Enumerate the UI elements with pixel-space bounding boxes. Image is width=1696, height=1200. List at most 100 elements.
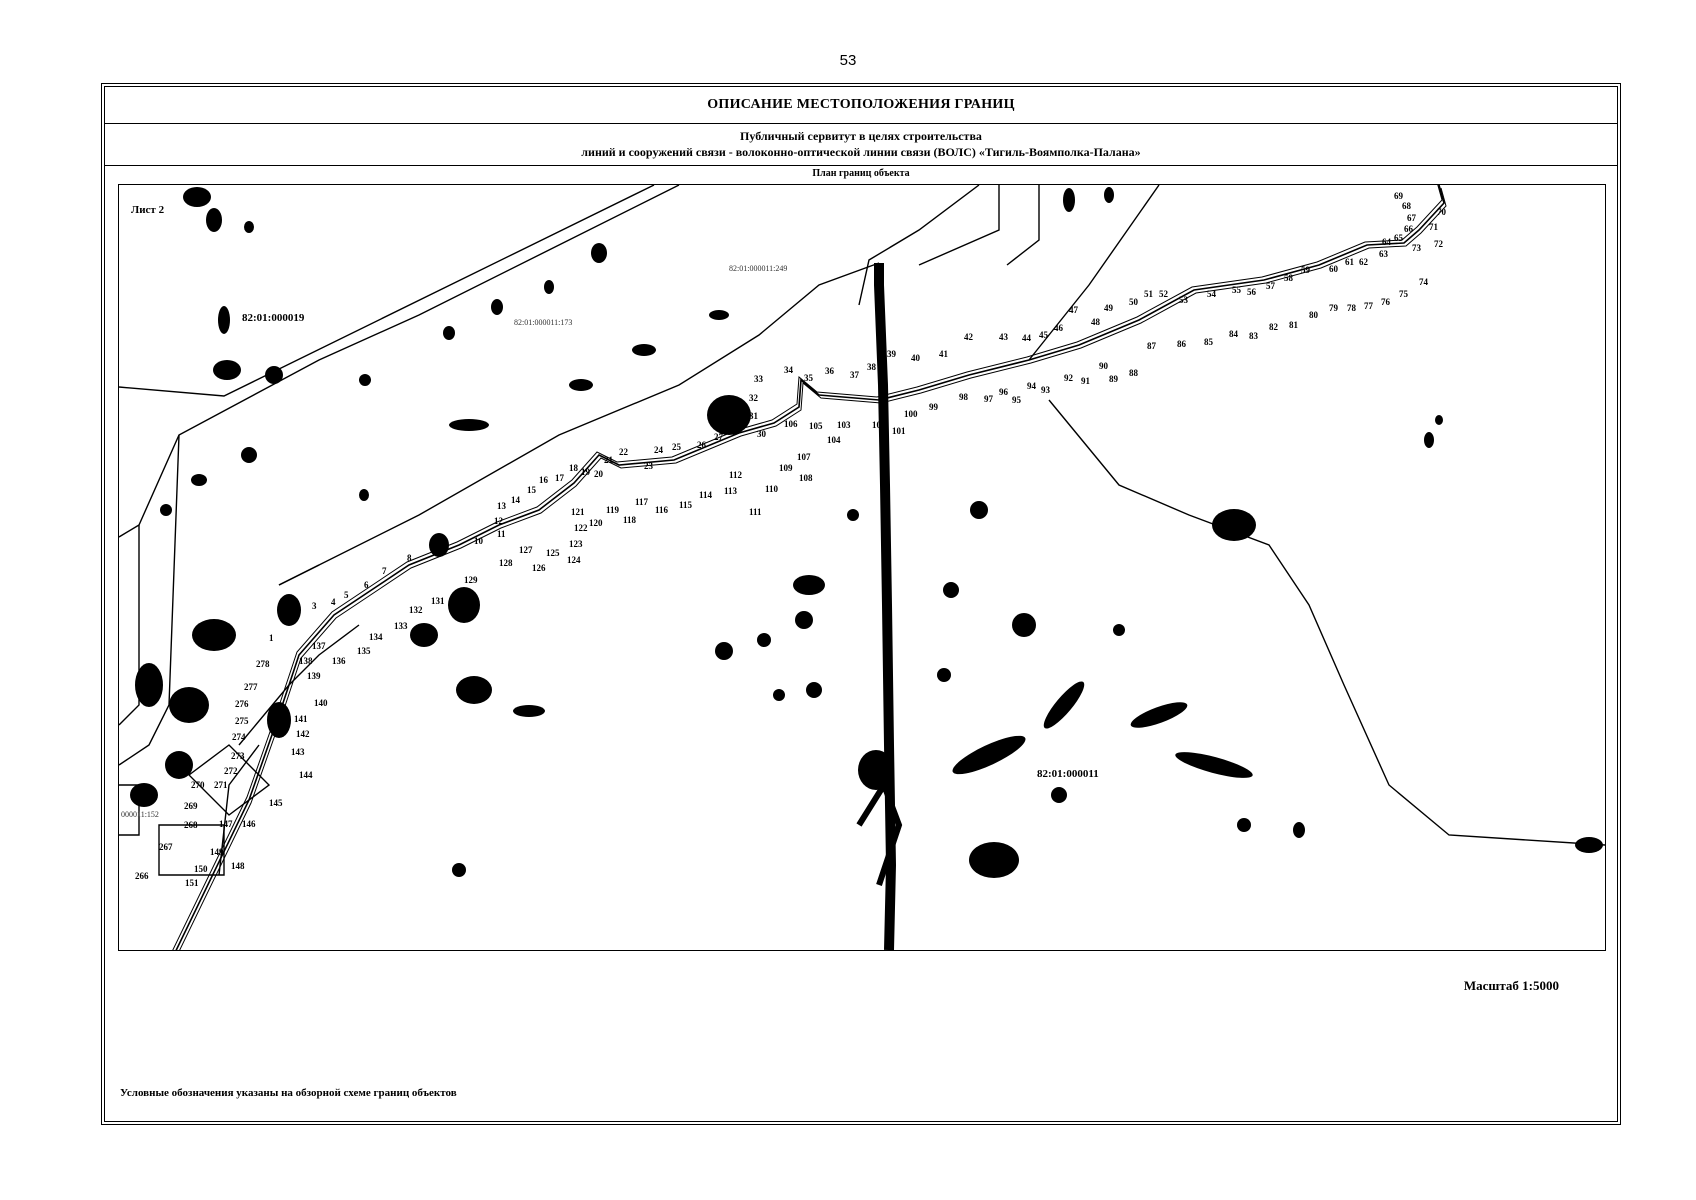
vertex-label: 125 — [546, 548, 560, 558]
vertex-label: 52 — [1159, 289, 1169, 299]
vertex-label: 72 — [1434, 239, 1444, 249]
vertex-label: 5 — [344, 590, 349, 600]
patch — [267, 702, 291, 738]
vertex-label: 12 — [494, 516, 504, 526]
vertex-label: 63 — [1379, 249, 1389, 259]
vertex-label: 77 — [1364, 301, 1374, 311]
patch — [806, 682, 822, 698]
vertex-label: 83 — [1249, 331, 1259, 341]
vertex-label: 130 — [459, 589, 473, 599]
boundary-line-road-2 — [278, 564, 320, 586]
vertex-label: 272 — [224, 766, 238, 776]
patch — [709, 310, 729, 320]
vertex-label: 117 — [635, 497, 649, 507]
vertex-label: 19 — [581, 467, 591, 477]
parcel-boundaries — [119, 185, 1605, 876]
vertex-label: 128 — [499, 558, 513, 568]
vertex-label: 277 — [244, 682, 258, 692]
boundary-line-road-4 — [218, 744, 260, 876]
vertex-label: 126 — [532, 563, 546, 573]
corridor-outer-b — [179, 187, 1447, 950]
vertex-label: 99 — [929, 402, 939, 412]
vertex-label: 81 — [1289, 320, 1299, 330]
patch — [1104, 187, 1114, 203]
patch — [632, 344, 656, 356]
patch — [1237, 818, 1251, 832]
boundary-line-upper — [858, 185, 980, 306]
patch — [969, 842, 1019, 878]
parcel-label-82-01-000011: 82:01:000011 — [1037, 768, 1099, 780]
vertex-label: 82 — [1269, 322, 1279, 332]
vertex-label: 106 — [784, 419, 798, 429]
vertex-label: 30 — [757, 429, 767, 439]
vertex-label: 96 — [999, 387, 1009, 397]
patch — [452, 863, 466, 877]
vertex-label: 145 — [269, 798, 283, 808]
boundary-map[interactable]: 69 68 70 67 71 66 64 65 73 72 63 62 61 7… — [118, 184, 1606, 951]
vertex-label: 275 — [235, 716, 249, 726]
vertex-label: 18 — [569, 463, 579, 473]
parcel-label-82-01-000011-249: 82:01:000011:249 — [729, 264, 787, 273]
vertex-label: 104 — [827, 435, 841, 445]
vertex-label: 151 — [185, 878, 199, 888]
patch — [218, 306, 230, 334]
vertex-label: 59 — [1301, 265, 1311, 275]
vertex-label: 38 — [867, 362, 877, 372]
vertex-label: 270 — [191, 780, 205, 790]
vertex-label: 17 — [555, 473, 565, 483]
vertex-label: 9 — [434, 541, 439, 551]
subtitle-line-1: Публичный сервитут в целях строительства — [740, 129, 982, 143]
patch — [1175, 752, 1253, 778]
vertex-label: 25 — [672, 442, 682, 452]
patch — [569, 379, 593, 391]
patch — [1130, 702, 1188, 728]
vertex-label: 134 — [369, 632, 383, 642]
vertex-label: 57 — [1266, 281, 1276, 291]
vegetation-patches — [130, 187, 1603, 878]
vertex-label: 116 — [655, 505, 669, 515]
vertex-label: 37 — [850, 370, 860, 380]
vertex-label: 269 — [184, 801, 198, 811]
patch — [429, 533, 449, 557]
sheet-label: Лист 2 — [131, 204, 165, 216]
vertex-label: 141 — [294, 714, 308, 724]
vertex-label: 2 — [292, 604, 297, 614]
vertex-label: 150 — [194, 864, 208, 874]
map-scale: Масштаб 1:5000 — [1463, 978, 1559, 993]
vertex-label: 69 — [1394, 191, 1404, 201]
vertex-label: 85 — [1204, 337, 1214, 347]
patch — [1012, 613, 1036, 637]
vertex-label: 274 — [232, 732, 246, 742]
vertex-label: 70 — [1437, 207, 1447, 217]
vertex-label: 80 — [1309, 310, 1319, 320]
document-title: ОПИСАНИЕ МЕСТОПОЛОЖЕНИЯ ГРАНИЦ — [105, 87, 1617, 124]
vertex-label: 92 — [1064, 373, 1074, 383]
boundary-line-house — [187, 744, 271, 816]
vertex-label: 66 — [1404, 224, 1414, 234]
vertex-label: 97 — [984, 394, 994, 404]
patch — [1424, 432, 1434, 448]
vertex-label: 35 — [804, 373, 814, 383]
boundary-line-center-n — [1006, 185, 1040, 266]
corridor-centre — [175, 185, 1445, 950]
parcel-label-000011-152: 000011:152 — [121, 810, 159, 819]
patch — [715, 642, 733, 660]
vertex-label: 29 — [734, 421, 744, 431]
vertex-label: 137 — [312, 641, 326, 651]
vertex-label: 61 — [1345, 257, 1355, 267]
vertex-label: 31 — [749, 411, 759, 421]
patch — [265, 366, 283, 384]
vertex-label: 36 — [825, 366, 835, 376]
document-frame: ОПИСАНИЕ МЕСТОПОЛОЖЕНИЯ ГРАНИЦ Публичный… — [101, 83, 1621, 1125]
vertex-label: 64 — [1382, 237, 1392, 247]
vertex-label: 98 — [959, 392, 969, 402]
vertex-label: 118 — [623, 515, 637, 525]
vertex-label: 108 — [799, 473, 813, 483]
vertex-label: 131 — [431, 596, 445, 606]
boundary-line-road-3 — [238, 624, 360, 746]
vertex-label: 27 — [714, 432, 724, 442]
boundary-line-small-sq — [158, 824, 225, 876]
patch — [169, 687, 209, 723]
vertex-label: 86 — [1177, 339, 1187, 349]
patch — [491, 299, 503, 315]
